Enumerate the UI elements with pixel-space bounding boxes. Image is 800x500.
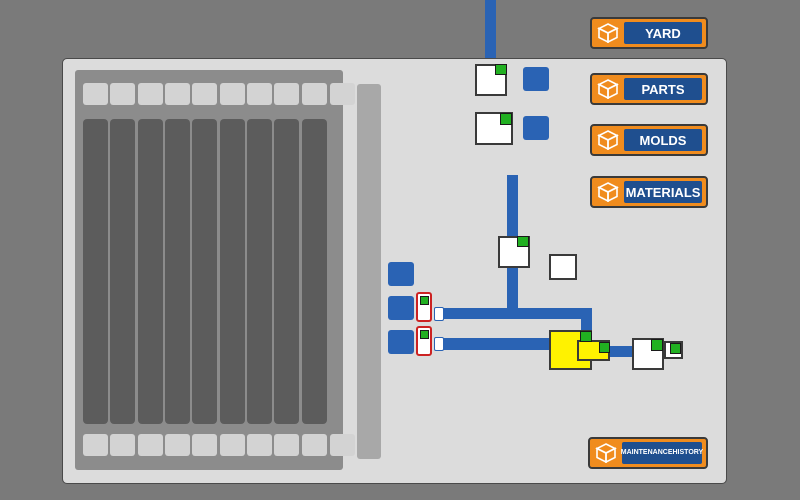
box-icon bbox=[597, 182, 619, 202]
rack-slot-cap[interactable] bbox=[220, 434, 245, 456]
station-marker[interactable] bbox=[523, 116, 549, 140]
status-led-icon bbox=[670, 343, 681, 354]
rack-slot-cap[interactable] bbox=[220, 83, 245, 105]
rack-rail bbox=[357, 84, 381, 459]
rack-bay[interactable] bbox=[302, 119, 327, 424]
rack-slot-cap[interactable] bbox=[138, 83, 163, 105]
status-led-icon bbox=[580, 331, 592, 342]
rack-slot-cap[interactable] bbox=[165, 83, 190, 105]
materials-button-label: MATERIALS bbox=[624, 181, 702, 203]
valve[interactable] bbox=[416, 326, 432, 356]
rack-bay[interactable] bbox=[247, 119, 272, 424]
pipe-port bbox=[434, 337, 444, 351]
station-marker[interactable] bbox=[388, 330, 414, 354]
molds-button-label: MOLDS bbox=[624, 129, 702, 151]
maintenance-history-line2: HISTORY bbox=[672, 449, 704, 456]
status-led-icon bbox=[651, 339, 663, 351]
machine-unit[interactable] bbox=[475, 112, 513, 145]
status-led-icon bbox=[517, 236, 529, 247]
molds-button[interactable]: MOLDS bbox=[590, 124, 708, 156]
rack-slot-cap[interactable] bbox=[274, 83, 299, 105]
box-icon bbox=[597, 23, 619, 43]
rack-slot-cap[interactable] bbox=[110, 434, 135, 456]
machine-unit[interactable] bbox=[475, 64, 507, 96]
yard-button-label: YARD bbox=[624, 22, 702, 44]
status-led-icon bbox=[420, 296, 429, 305]
materials-button[interactable]: MATERIALS bbox=[590, 176, 708, 208]
maintenance-history-label: MAINTENANCE HISTORY bbox=[620, 442, 704, 464]
maintenance-history-button[interactable]: MAINTENANCE HISTORY bbox=[588, 437, 708, 469]
rack-slot-cap[interactable] bbox=[302, 434, 327, 456]
rack-slot-cap[interactable] bbox=[247, 434, 272, 456]
box-icon bbox=[597, 79, 619, 99]
rack-slot-cap[interactable] bbox=[247, 83, 272, 105]
station-marker[interactable] bbox=[388, 296, 414, 320]
parts-button[interactable]: PARTS bbox=[590, 73, 708, 105]
rack-slot-cap[interactable] bbox=[138, 434, 163, 456]
rack-slot-cap[interactable] bbox=[165, 434, 190, 456]
rack-slot-cap[interactable] bbox=[302, 83, 327, 105]
status-led-icon bbox=[495, 64, 507, 75]
rack-slot-cap[interactable] bbox=[192, 83, 217, 105]
status-led-icon bbox=[500, 113, 512, 125]
rack-slot-cap[interactable] bbox=[330, 83, 355, 105]
rack-bay[interactable] bbox=[165, 119, 190, 424]
outlet-pipe bbox=[590, 346, 635, 357]
status-led-icon bbox=[420, 330, 429, 339]
rack-bay[interactable] bbox=[192, 119, 217, 424]
box-icon bbox=[597, 130, 619, 150]
rack-bay[interactable] bbox=[220, 119, 245, 424]
station-marker[interactable] bbox=[388, 262, 414, 286]
status-led-icon bbox=[599, 342, 610, 353]
maintenance-history-line1: MAINTENANCE bbox=[620, 449, 673, 456]
rack-bay[interactable] bbox=[110, 119, 135, 424]
feed-pipe-lower bbox=[440, 338, 552, 350]
rack-bay[interactable] bbox=[274, 119, 299, 424]
rack-bay[interactable] bbox=[138, 119, 163, 424]
parts-button-label: PARTS bbox=[624, 78, 702, 100]
machine-unit[interactable] bbox=[549, 254, 577, 280]
rack-slot-cap[interactable] bbox=[83, 83, 108, 105]
rack-slot-cap[interactable] bbox=[110, 83, 135, 105]
rack-slot-cap[interactable] bbox=[192, 434, 217, 456]
rack-bay[interactable] bbox=[83, 119, 108, 424]
feed-pipe-drop bbox=[581, 308, 592, 338]
rack-slot-cap[interactable] bbox=[330, 434, 355, 456]
rack-slot-cap[interactable] bbox=[83, 434, 108, 456]
yard-button[interactable]: YARD bbox=[590, 17, 708, 49]
valve[interactable] bbox=[416, 292, 432, 322]
box-icon bbox=[595, 443, 617, 463]
feed-pipe-upper bbox=[440, 308, 592, 319]
pipe-port bbox=[434, 307, 444, 321]
rack-slot-cap[interactable] bbox=[274, 434, 299, 456]
station-marker[interactable] bbox=[523, 67, 549, 91]
